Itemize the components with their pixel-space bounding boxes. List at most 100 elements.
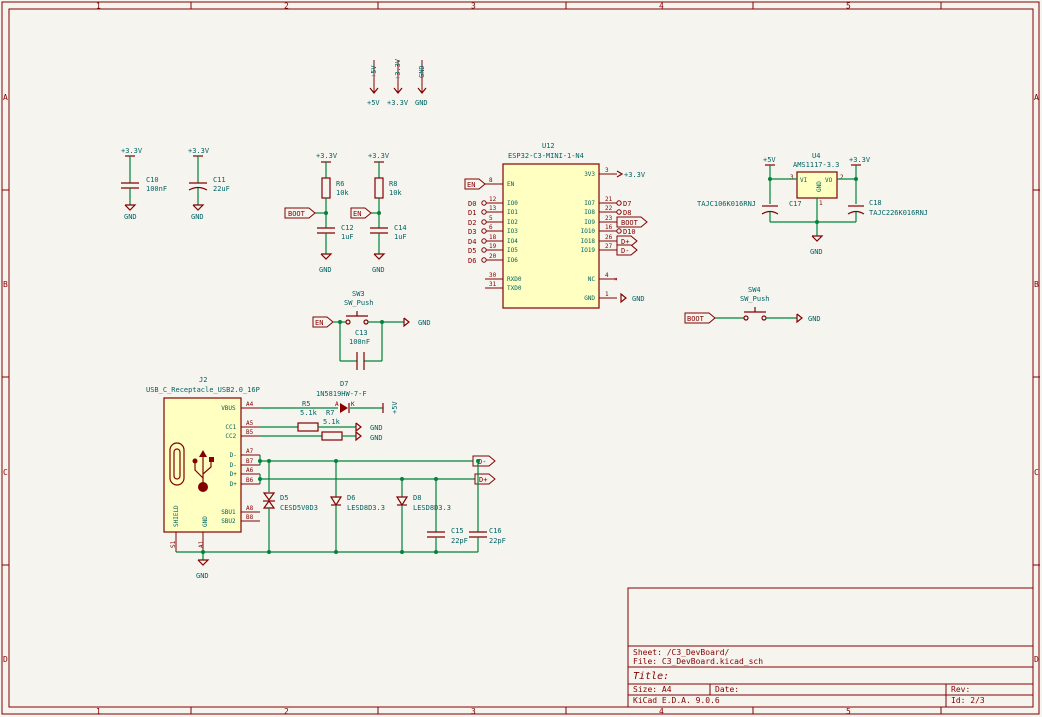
pin-name: GND: [816, 181, 823, 192]
pin-name: IO5: [507, 247, 518, 254]
power-flags[interactable]: +5V +5V +3.3V +3.3V GND GND: [367, 58, 428, 107]
row-label: C: [3, 468, 8, 477]
net-bubble: [481, 200, 487, 206]
pin-name: 3V3: [584, 171, 595, 178]
power-label: GND: [810, 248, 823, 256]
capacitor-c10[interactable]: +3.3V C10 100nF GND: [121, 147, 167, 221]
power-label: GND: [632, 295, 645, 303]
net-bubble: [481, 257, 487, 263]
col-label: 2: [284, 707, 289, 716]
component-value: 22uF: [213, 185, 230, 193]
net-label-box: [616, 244, 638, 256]
ref-designator: C10: [146, 176, 159, 184]
pin-number: 19: [489, 243, 497, 250]
net-label-en: [464, 178, 486, 190]
net-bubble: [481, 228, 487, 234]
switch-sw3-reset[interactable]: SW3 SW_Push EN GND C13 100nF: [312, 290, 431, 370]
component-value: 5.1k: [323, 418, 341, 426]
pin-name: IO18: [581, 238, 596, 245]
net-label: D1: [468, 209, 476, 217]
net-label-dplus: D+: [479, 476, 487, 484]
component-value: SW_Push: [740, 295, 770, 303]
power-flag-gnd[interactable]: GND GND: [415, 60, 428, 107]
regulator-ams1117[interactable]: U4 AMS1117-3.3 VI VO GND 3 2 1 +5V +3.3V…: [697, 152, 928, 256]
net-label: D7: [623, 200, 631, 208]
pin-name: RXD0: [507, 276, 522, 283]
power-label: GND: [124, 213, 137, 221]
pin-number: A8: [246, 505, 254, 512]
pin-number: 6: [489, 224, 493, 231]
pin-name: EN: [507, 181, 515, 188]
pin-name: IO0: [507, 200, 518, 207]
row-label: C: [1034, 468, 1039, 477]
pin-number: 27: [605, 243, 613, 250]
pin-number: 31: [489, 281, 497, 288]
date-field: Date:: [715, 685, 739, 694]
pin-name: IO3: [507, 228, 518, 235]
row-label: A: [1034, 93, 1039, 102]
pin-name: VI: [800, 177, 808, 184]
usb-c-connector[interactable]: J2 USB_C_Receptacle_USB2.0_16P SHIELD GN…: [146, 376, 506, 580]
net-label-box: [616, 235, 638, 247]
net-bubble: [481, 247, 487, 253]
capacitor-c11[interactable]: +3.3V C11 22uF GND: [188, 147, 230, 221]
rev-field: Rev:: [951, 685, 970, 694]
net-label: D6: [468, 257, 476, 265]
mcu-esp32-c3[interactable]: U12 ESP32-C3-MINI-1-N4 8ENEN12IO0D013IO1…: [464, 142, 648, 309]
pin-number: 3: [605, 167, 609, 174]
usb-icon: [192, 450, 214, 492]
power-label: +3.3V: [121, 147, 143, 155]
power-label: GND: [370, 434, 383, 442]
pin-name: D+: [230, 471, 238, 478]
pin-name: IO4: [507, 238, 518, 245]
component-value: TAJC226K016RNJ: [869, 209, 928, 217]
row-label: A: [3, 93, 8, 102]
component-value: 10k: [336, 189, 349, 197]
net-label: BOOT: [621, 219, 639, 227]
net-bubble: [616, 209, 622, 215]
pin-name: GND: [202, 516, 209, 527]
power-label: +5V: [391, 401, 399, 414]
pin-number: 22: [605, 205, 613, 212]
power-flag-label: +5V: [367, 99, 380, 107]
pin-number: S1: [170, 540, 177, 548]
power-flag-5v[interactable]: +5V +5V: [367, 60, 380, 107]
pin-name: IO2: [507, 219, 518, 226]
component-value: 1N5819HW-7-F: [316, 390, 367, 398]
title-block: Sheet: /C3_DevBoard/ File: C3_DevBoard.k…: [627, 587, 1034, 708]
net-label: D-: [621, 247, 629, 255]
component-value: AMS1117-3.3: [793, 161, 839, 169]
ref-designator: C13: [355, 329, 368, 337]
boot-pullup-network[interactable]: +3.3V R6 10k C12 1uF GND BOOT: [284, 152, 354, 274]
pin-number: B7: [246, 458, 254, 465]
pin-name: VBUS: [221, 405, 236, 412]
component-value: 22pF: [451, 537, 468, 545]
sheet-name: Sheet: /C3_DevBoard/: [633, 648, 730, 657]
ref-designator: U12: [542, 142, 555, 150]
pin-number: B8: [246, 514, 254, 521]
mcu-left-pins: 8ENEN12IO0D013IO1D15IO2D26IO3D318IO4D419…: [464, 177, 522, 292]
pin-number: 5: [489, 215, 493, 222]
pin-number: 18: [489, 234, 497, 241]
en-pullup-network[interactable]: +3.3V R8 10k C14 1uF GND EN: [350, 152, 407, 274]
pin-name: IO7: [584, 200, 595, 207]
component-value: 1uF: [394, 233, 407, 241]
net-label: D3: [468, 228, 476, 236]
net-label-box: [616, 216, 648, 228]
net-label: D0: [468, 200, 476, 208]
pin-name: SBU2: [221, 518, 236, 525]
ref-designator: D8: [413, 494, 421, 502]
col-label: 4: [659, 2, 664, 11]
pin-number: 21: [605, 196, 613, 203]
gnd-arrow: [620, 292, 627, 304]
power-label: +3.3V: [188, 147, 210, 155]
pin-number: 16: [605, 224, 613, 231]
net-label-boot: BOOT: [687, 315, 705, 323]
switch-sw4-boot[interactable]: SW4 SW_Push BOOT GND: [684, 286, 821, 324]
col-label: 5: [846, 2, 851, 11]
power-label: +5V: [763, 156, 776, 164]
net-label-en: EN: [353, 210, 361, 218]
ref-designator: D6: [347, 494, 355, 502]
power-flag-3v3[interactable]: +3.3V +3.3V: [387, 58, 409, 107]
component-value: CESD5V0D3: [280, 504, 318, 512]
